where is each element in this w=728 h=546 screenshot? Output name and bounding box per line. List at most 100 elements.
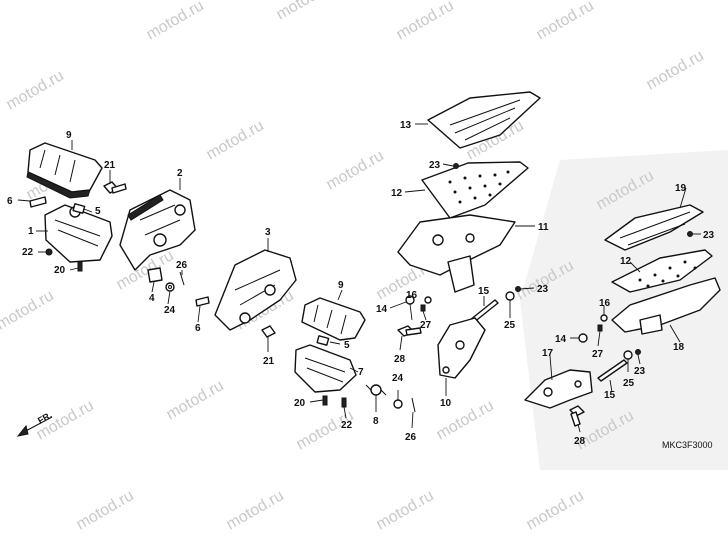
part-16-washer-b: [600, 314, 608, 322]
callout-24: 24: [392, 373, 404, 384]
watermark: motod.ru: [274, 0, 337, 23]
part-14-nut-b: [578, 333, 588, 343]
callout-21: 21: [104, 160, 116, 171]
part-9-step-rubber: [26, 142, 103, 199]
callout-10: 10: [440, 398, 452, 409]
part-3-step-holder-left: [214, 249, 297, 338]
part-9-step-rubber-b: [301, 297, 366, 341]
part-5-rubber-b: [316, 335, 330, 346]
watermark: motod.ru: [4, 67, 67, 113]
part-23-screw-c: [687, 231, 693, 237]
part-27-pin-b: [597, 324, 603, 332]
callout-12: 12: [620, 256, 632, 267]
callout-21: 21: [263, 356, 275, 367]
part-19-passenger-rubber-b: [604, 204, 704, 251]
part-7-step-bar: [294, 344, 357, 393]
part-25-washer-a: [505, 291, 515, 301]
part-6-pin-a: [29, 196, 47, 208]
part-21-bolt-a: [103, 181, 127, 194]
part-20-bolt-a: [77, 261, 83, 272]
callout-17: 17: [542, 348, 554, 359]
part-23-screw-a: [453, 163, 459, 169]
callout-26: 26: [405, 432, 417, 443]
callout-15: 15: [478, 286, 490, 297]
part-13-passenger-rubber: [427, 91, 541, 149]
part-4-rubber-mount: [147, 267, 163, 283]
part-24-washer-a: [165, 282, 175, 292]
watermark: motod.ru: [394, 0, 457, 43]
callout-5: 5: [95, 206, 101, 217]
part-22-bolt-a: [45, 248, 53, 256]
watermark: motod.ru: [534, 0, 597, 43]
watermark: motod.ru: [644, 47, 707, 93]
callout-23: 23: [537, 284, 549, 295]
callout-26: 26: [176, 260, 188, 271]
callout-16: 16: [599, 298, 611, 309]
callout-16: 16: [406, 290, 418, 301]
watermark: motod.ru: [0, 287, 57, 333]
callout-22: 22: [341, 420, 353, 431]
diagram-code: MKC3F3000: [662, 440, 713, 450]
callout-1: 1: [28, 226, 34, 237]
callout-20: 20: [54, 265, 66, 276]
callout-23: 23: [634, 366, 646, 377]
callout-11: 11: [538, 222, 549, 233]
part-27-pin-a: [420, 304, 426, 312]
watermark: motod.ru: [74, 487, 137, 533]
callout-3: 3: [265, 227, 271, 238]
part-15-pin-b: [597, 359, 628, 382]
callout-23: 23: [429, 160, 441, 171]
part-23-screw-b: [515, 286, 521, 292]
callout-19: 19: [675, 183, 687, 194]
callout-25: 25: [623, 378, 635, 389]
callout-13: 13: [400, 120, 412, 131]
watermark: motod.ru: [374, 487, 437, 533]
part-20-bolt-b: [322, 395, 328, 406]
part-16-washer-a: [424, 296, 432, 304]
part-24-washer-b: [393, 399, 403, 409]
callout-27: 27: [420, 320, 432, 331]
callout-5: 5: [344, 340, 350, 351]
part-22-bolt-b: [341, 397, 347, 408]
part-2-step-holder: [119, 189, 196, 271]
part-11-passenger-step: [397, 214, 516, 293]
callout-12: 12: [391, 188, 403, 199]
callout-28: 28: [574, 436, 586, 447]
part-25-washer-b: [623, 350, 633, 360]
watermark: motod.ru: [224, 487, 287, 533]
watermark: motod.ru: [164, 377, 227, 423]
part-28-bolt-a: [397, 325, 422, 337]
part-6-pin-b: [195, 296, 210, 307]
part-8-spring: [365, 384, 387, 396]
part-18-passenger-step-b: [611, 277, 721, 335]
front-direction-arrow: FR.: [16, 410, 54, 437]
callout-7: 7: [358, 367, 364, 378]
callout-6: 6: [7, 196, 13, 207]
leader-lines: [17, 123, 701, 433]
callout-4: 4: [149, 293, 155, 304]
watermark: motod.ru: [324, 147, 387, 193]
watermark: motod.ru: [524, 487, 587, 533]
callout-28: 28: [394, 354, 406, 365]
callout-27: 27: [592, 349, 604, 360]
callout-22: 22: [22, 247, 34, 258]
callout-15: 15: [604, 390, 616, 401]
watermark: motod.ru: [204, 117, 267, 163]
callout-14: 14: [376, 304, 388, 315]
part-12-passenger-plate-b: [611, 249, 713, 293]
part-1-step-bar: [44, 204, 113, 263]
part-26-cotter-pin-a: [179, 271, 185, 286]
callout-18: 18: [673, 342, 685, 353]
callout-2: 2: [177, 168, 183, 179]
callout-14: 14: [555, 334, 567, 345]
callout-6: 6: [195, 323, 201, 334]
callout-25: 25: [504, 320, 516, 331]
callout-8: 8: [373, 416, 379, 427]
part-28-bolt-b: [569, 405, 585, 427]
part-26-cotter-pin-b: [411, 397, 416, 413]
callout-24: 24: [164, 305, 176, 316]
callout-20: 20: [294, 398, 306, 409]
callout-numbers: 9 21 2 6 5 1 22 20 4 24 26 6 3 21 9 5 7 …: [7, 120, 715, 447]
callout-9: 9: [338, 280, 344, 291]
